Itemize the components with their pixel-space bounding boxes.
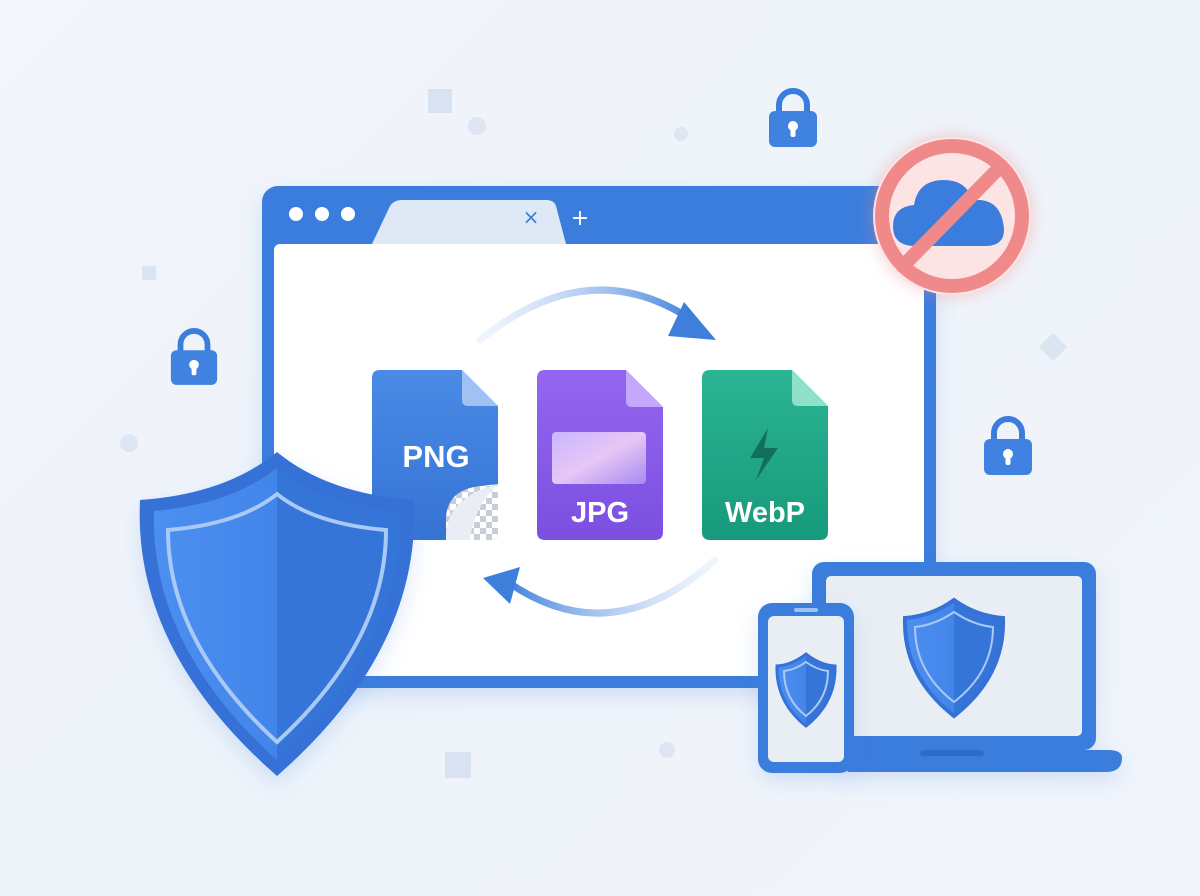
laptop-base <box>842 750 1122 772</box>
smartphone-icon <box>758 603 854 773</box>
window-dot <box>315 207 329 221</box>
lock-icon <box>171 331 217 385</box>
laptop-shield-face <box>902 597 1006 719</box>
deco-dot <box>674 127 688 141</box>
phone-shield-line <box>782 660 830 718</box>
window-dot <box>341 207 355 221</box>
lightning-bolt-icon <box>750 428 778 480</box>
webp-file-fold <box>792 370 828 406</box>
png-file-fold <box>462 370 498 406</box>
arrow-bottom-head <box>483 567 520 604</box>
deco-square <box>428 89 452 113</box>
webp-file-icon: WebP <box>702 370 828 540</box>
shield-inner-line <box>165 491 389 745</box>
tab-close-icon[interactable]: × <box>523 205 540 229</box>
new-tab-icon[interactable]: + <box>571 206 589 231</box>
laptop-notch <box>920 750 984 756</box>
lock-icon <box>769 91 817 147</box>
prohibition-ring <box>875 139 1029 293</box>
arrow-bottom <box>501 556 719 617</box>
laptop-shield-line <box>913 610 995 704</box>
jpg-file-fold <box>626 370 663 407</box>
deco-dot <box>468 117 486 135</box>
browser-tab[interactable] <box>372 200 566 244</box>
prohibition-slash <box>896 159 1008 273</box>
webp-label: WebP <box>725 497 805 529</box>
shield-face <box>153 468 401 760</box>
deco-square <box>445 752 471 778</box>
arrow-top-head <box>668 302 716 340</box>
no-cloud-icon <box>873 137 1031 295</box>
phone-shield-face <box>775 652 837 728</box>
phone-shield-icon <box>775 652 837 728</box>
png-page-curl <box>445 484 498 540</box>
shield-icon <box>139 452 415 776</box>
background-decorations <box>120 89 1068 778</box>
jpg-file-icon: JPG <box>537 370 663 540</box>
lock-icon <box>984 419 1032 475</box>
laptop-icon <box>812 562 1122 772</box>
deco-dot <box>120 434 138 452</box>
deco-dot <box>659 742 675 758</box>
laptop-shield-icon <box>902 597 1006 719</box>
png-file-icon: PNG <box>372 370 498 540</box>
deco-diamond <box>1038 332 1068 362</box>
deco-square <box>142 266 156 280</box>
jpg-label: JPG <box>571 497 629 529</box>
conversion-arrows-icon <box>476 286 719 617</box>
arrow-top <box>476 286 699 344</box>
phone-speaker <box>794 608 818 612</box>
jpg-picture-preview <box>552 432 646 484</box>
window-dot <box>289 207 303 221</box>
png-label: PNG <box>402 439 469 474</box>
